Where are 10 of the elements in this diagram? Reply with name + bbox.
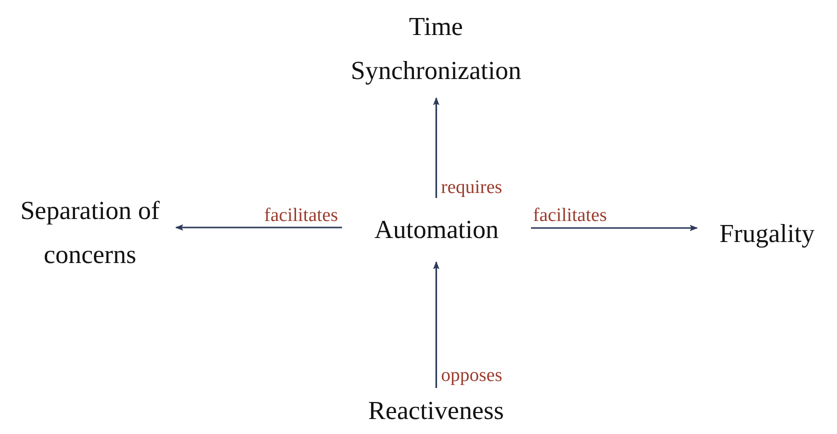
arrow [531, 224, 698, 232]
node-label: Reactiveness [367, 395, 505, 427]
arrow [175, 224, 342, 231]
arrow [433, 261, 440, 388]
node-label: Frugality [718, 218, 816, 250]
node-label: Time Synchronization [350, 11, 522, 87]
arrow [433, 97, 440, 198]
node-label: Separation of concerns [19, 195, 161, 271]
edge-label: requires [439, 178, 504, 198]
node-label: Automation [373, 214, 500, 246]
